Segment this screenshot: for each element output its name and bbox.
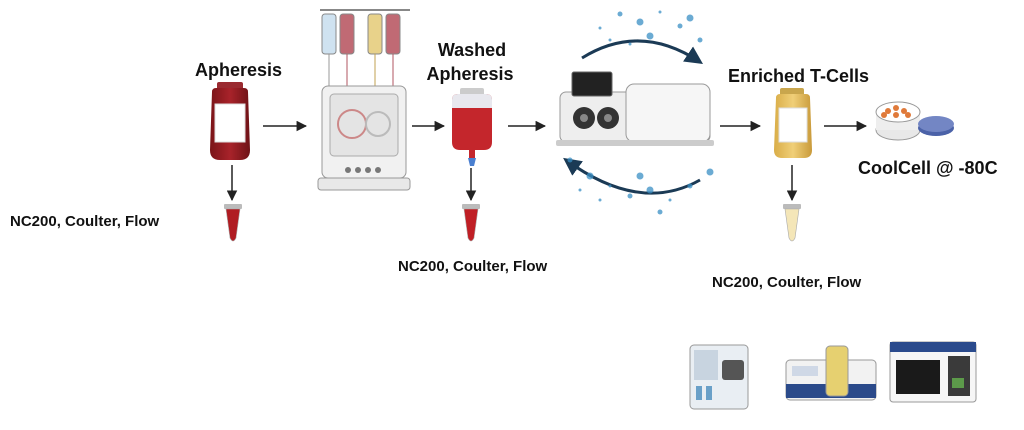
microcentrifuge-tube-icon [224, 204, 242, 242]
step-title-washed-line1: Washed [437, 40, 507, 60]
microcentrifuge-tube-icon [783, 204, 801, 242]
microcentrifuge-tube-icon [462, 204, 480, 242]
assay-label-apheresis: NC200, Coulter, Flow [10, 213, 160, 230]
bead-dot [628, 42, 632, 46]
storage-label: CoolCell @ -80C [858, 158, 998, 178]
cell-counter-icon [689, 344, 749, 410]
assay-label-enriched: NC200, Coulter, Flow [712, 274, 862, 291]
bead-dot [687, 183, 693, 189]
cell-washer-device-icon [317, 9, 411, 191]
bead-dot [646, 32, 654, 40]
magnetic-beads [567, 10, 714, 215]
bead-dot [657, 209, 663, 215]
t-cell-bag-icon [774, 88, 812, 158]
coolcell-container-icon [875, 101, 954, 141]
bead-dot [598, 198, 602, 202]
blood-bag-icon [210, 82, 250, 160]
bead-dot [686, 14, 694, 22]
bead-dot [586, 172, 594, 180]
bead-dot [627, 193, 633, 199]
bead-dot [598, 26, 602, 30]
bead-dot [636, 172, 644, 180]
bead-dot [677, 23, 683, 29]
coulter-analyzer-icon [785, 345, 877, 401]
step-title-enriched: Enriched T-Cells [728, 66, 870, 86]
step-title-apheresis: Apheresis [195, 60, 283, 80]
flow-cytometer-icon [889, 341, 977, 403]
bead-dot [646, 186, 654, 194]
iv-blood-bag-icon [452, 88, 492, 166]
bead-dot [668, 198, 672, 202]
cycle-arrow [563, 39, 703, 195]
step-title-washed-line2: Apheresis [426, 64, 514, 84]
magnetic-cell-separator-icon [556, 71, 714, 146]
bead-dot [608, 38, 612, 42]
bead-dot [608, 184, 612, 188]
bead-dot [658, 10, 662, 14]
bead-dot [697, 37, 703, 43]
bead-dot [617, 11, 623, 17]
assay-label-washed: NC200, Coulter, Flow [398, 258, 548, 275]
bead-dot [567, 157, 573, 163]
bead-dot [706, 168, 714, 176]
bead-dot [578, 188, 582, 192]
bead-dot [636, 18, 644, 26]
